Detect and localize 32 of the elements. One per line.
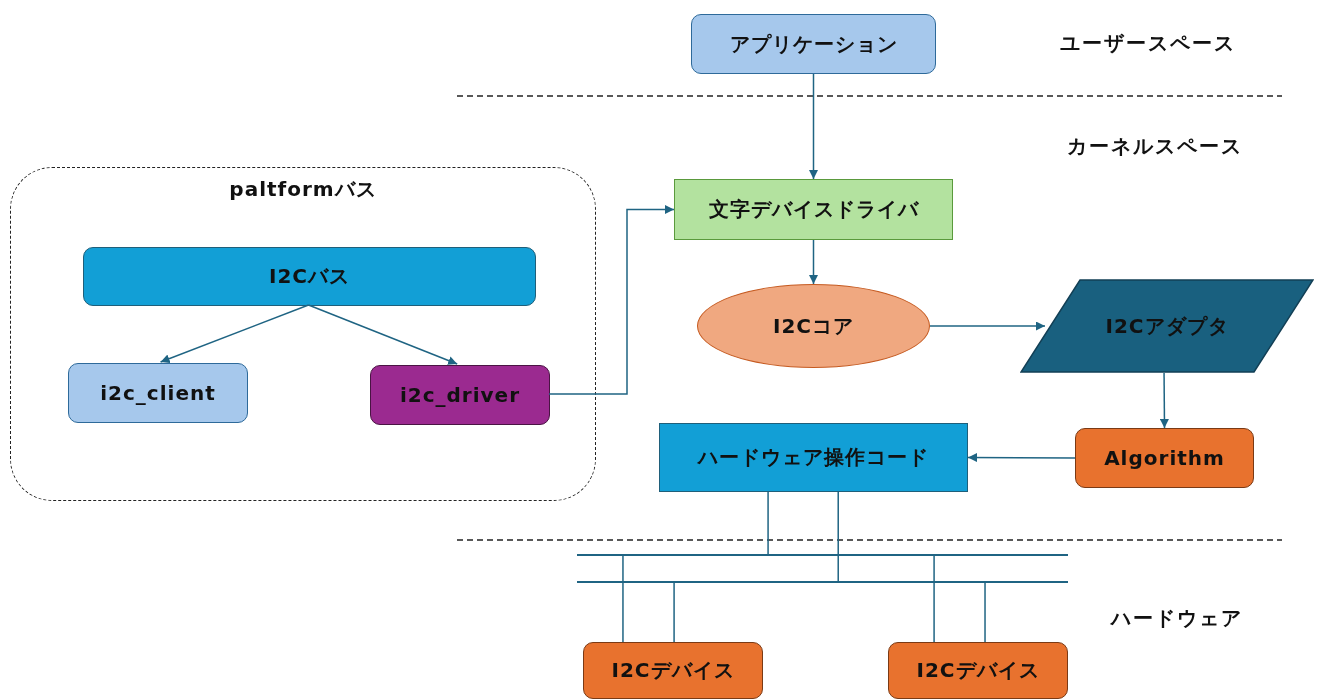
- process-box: i2c_driver: [370, 365, 550, 425]
- connector-line: [837, 491, 839, 583]
- device-box: I2Cデバイス: [583, 642, 763, 699]
- arrow: [809, 239, 818, 285]
- region-label: ハードウェア: [1111, 605, 1243, 632]
- connector-line: [984, 581, 986, 643]
- group-title: paltformバス: [228, 176, 378, 203]
- bus-line: [577, 554, 1068, 556]
- bus-line: [577, 581, 1068, 583]
- connector-line: [933, 554, 935, 643]
- arrow: [548, 205, 675, 395]
- dashed-group-box: [10, 167, 596, 501]
- bus-box: I2Cバス: [83, 247, 536, 306]
- arrow: [967, 453, 1076, 463]
- parallelogram-node: I2Cアダプタ: [1020, 279, 1314, 373]
- region-label: カーネルスペース: [1067, 133, 1243, 160]
- process-box: アプリケーション: [691, 14, 936, 74]
- process-box: i2c_client: [68, 363, 248, 423]
- arrow: [1159, 372, 1169, 429]
- connector-line: [673, 581, 675, 643]
- device-box: I2Cデバイス: [888, 642, 1068, 699]
- arrow: [159, 304, 310, 363]
- process-box: Algorithm: [1075, 428, 1254, 488]
- arrow: [307, 304, 458, 365]
- process-box: 文字デバイスドライバ: [674, 179, 953, 240]
- process-box: ハードウェア操作コード: [659, 423, 968, 492]
- connector-line: [622, 554, 624, 643]
- ellipse-node: I2Cコア: [697, 284, 930, 368]
- arrow: [929, 321, 1046, 331]
- arrow: [809, 73, 818, 180]
- region-label: ユーザースペース: [1060, 30, 1236, 57]
- connector-line: [767, 491, 769, 556]
